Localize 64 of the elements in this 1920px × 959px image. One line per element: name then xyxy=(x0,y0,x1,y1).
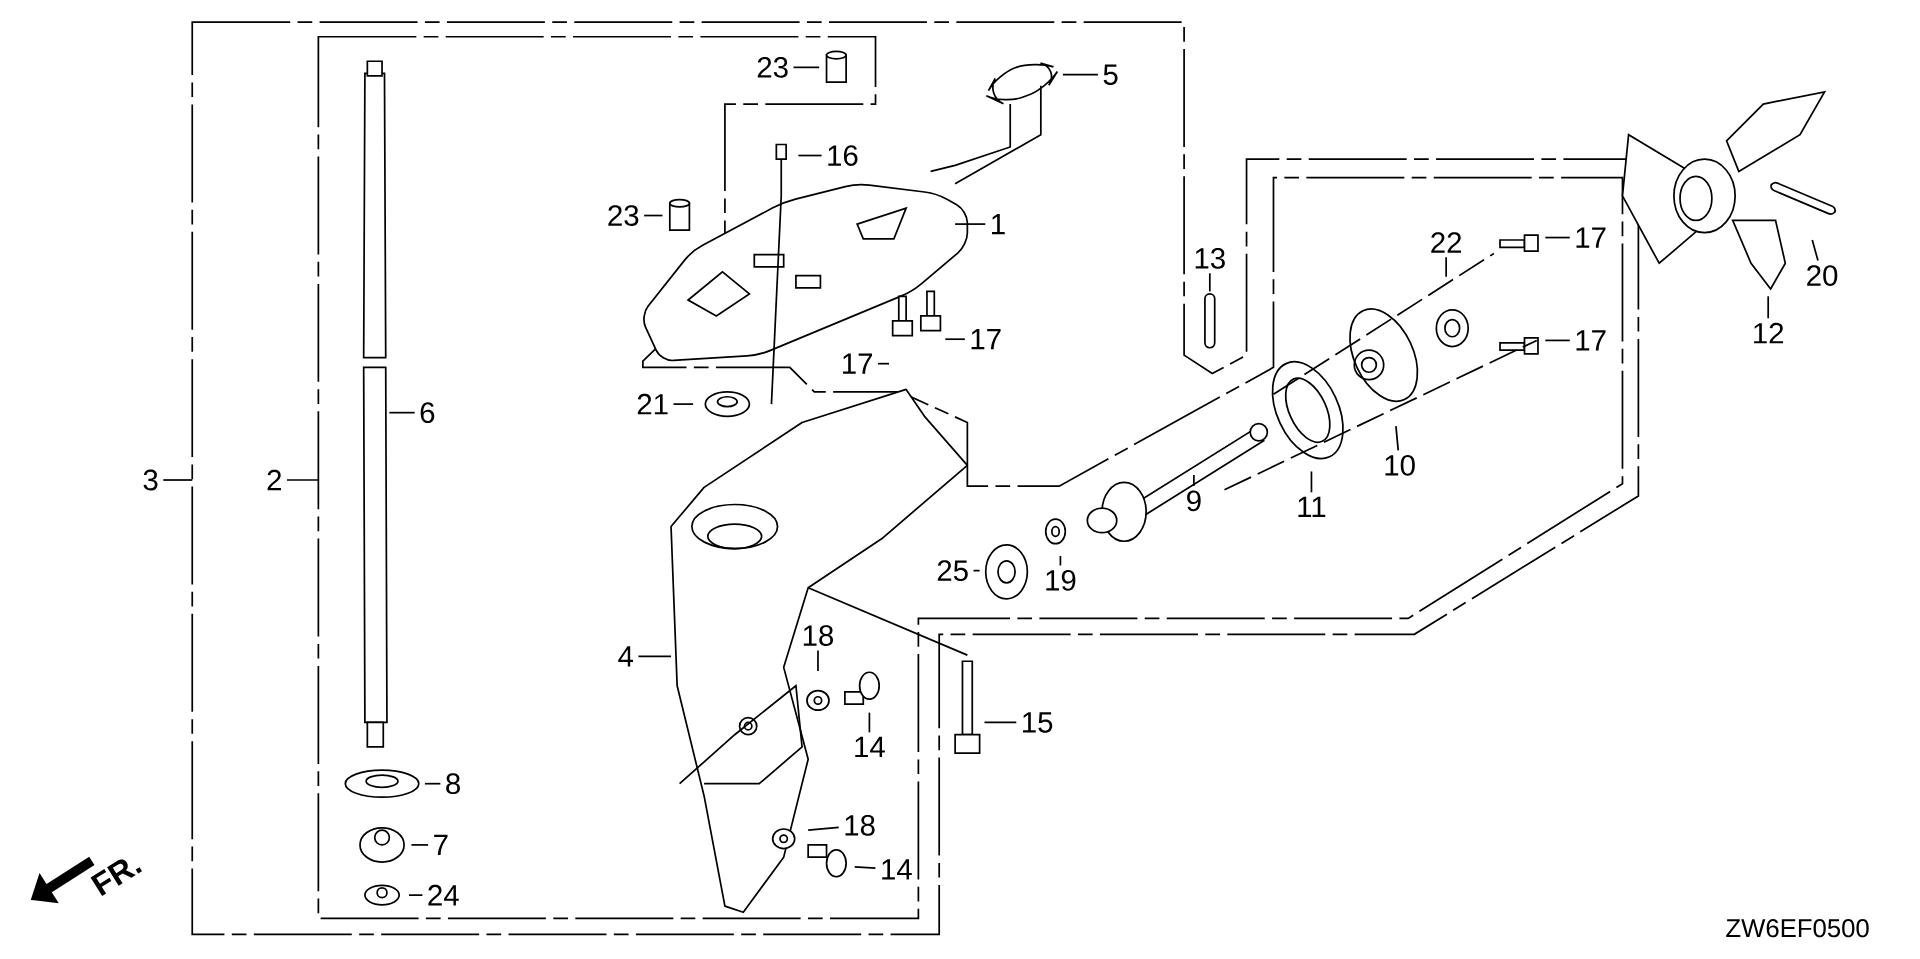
leader-line xyxy=(637,655,672,658)
leader-line xyxy=(388,411,416,414)
direction-label: FR. xyxy=(90,859,142,897)
leader-line xyxy=(1767,295,1770,320)
leader-line xyxy=(1544,236,1571,239)
leader-line xyxy=(424,782,442,785)
callout-number: 2 xyxy=(267,469,281,491)
callout-number: 23 xyxy=(608,205,639,226)
leader-line xyxy=(853,866,877,870)
leader-line xyxy=(954,223,987,226)
leader-line xyxy=(1445,256,1447,278)
leader-line xyxy=(1193,474,1195,487)
leader-line xyxy=(1208,272,1211,293)
leader-line xyxy=(972,569,981,572)
callout-number: 3 xyxy=(143,469,158,491)
leader-line xyxy=(868,711,871,734)
leader-line xyxy=(1395,425,1400,452)
callout-number: 5 xyxy=(1103,64,1118,86)
callout-number: 25 xyxy=(937,560,968,582)
leader-line xyxy=(672,403,694,406)
callout-number: 17 xyxy=(843,353,872,374)
callout-number: 14 xyxy=(855,736,885,758)
callout-number: 17 xyxy=(971,329,1001,350)
leader-line xyxy=(797,154,823,157)
callout-number: 14 xyxy=(882,859,912,880)
callout-number: 12 xyxy=(1754,322,1784,344)
callout-number: 24 xyxy=(428,885,459,906)
leader-line xyxy=(286,479,320,481)
drawing-code: ZW6EF0500 xyxy=(1726,919,1869,938)
callout-number: 4 xyxy=(618,646,634,667)
callout-number: 20 xyxy=(1807,265,1838,286)
callout-number: 15 xyxy=(1023,712,1053,733)
callout-number: 8 xyxy=(446,773,460,795)
leader-line xyxy=(1062,73,1099,76)
leader-line xyxy=(983,721,1018,724)
callout-number: 7 xyxy=(434,834,448,856)
leader-line xyxy=(408,894,424,897)
leader-line xyxy=(877,362,890,365)
leader-line xyxy=(792,66,821,69)
leader-line xyxy=(1544,339,1571,342)
callout-number: 13 xyxy=(1195,248,1225,269)
leader-line xyxy=(1059,555,1062,567)
callout-number: 22 xyxy=(1431,232,1461,253)
callout-number: 17 xyxy=(1576,227,1606,248)
leader-line xyxy=(807,826,840,832)
callout-number: 18 xyxy=(803,625,833,646)
callout-number: 23 xyxy=(757,57,788,78)
callout-number: 19 xyxy=(1046,570,1076,591)
callout-number: 9 xyxy=(1187,490,1201,512)
leader-line xyxy=(162,479,194,481)
callout-number: 10 xyxy=(1385,455,1415,476)
leader-line xyxy=(944,338,966,341)
leader-line xyxy=(1310,470,1313,494)
callout-number: 11 xyxy=(1298,496,1326,518)
callout-number: 21 xyxy=(637,393,668,415)
leader-line xyxy=(410,844,429,846)
callout-number: 16 xyxy=(828,145,858,166)
callout-number: 17 xyxy=(1576,330,1606,351)
callout-number: 6 xyxy=(420,402,435,424)
callout-number: 18 xyxy=(845,815,875,836)
leader-line xyxy=(817,649,819,672)
callout-number: 1 xyxy=(992,214,1005,235)
leader-line xyxy=(1811,239,1819,262)
leader-line xyxy=(643,214,664,217)
